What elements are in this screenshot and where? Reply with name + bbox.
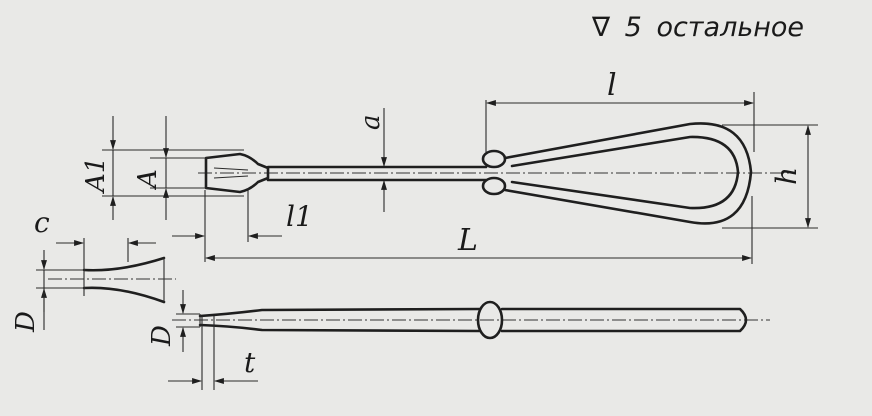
dim-total-length: L <box>205 196 753 264</box>
surface-class: 5 <box>625 12 642 43</box>
knot-upper <box>481 149 507 169</box>
label-head-length: l1 <box>286 200 313 233</box>
dim-loop-height: h <box>722 124 818 229</box>
knot-lower <box>481 176 507 196</box>
dim-head-length: l1 <box>172 188 313 262</box>
label-loop-length: l <box>607 68 617 103</box>
side-knot <box>476 300 504 340</box>
label-side-diameter: D <box>147 325 177 347</box>
svg-text:∇ 5 остальное: ∇ 5 остальное <box>591 12 804 43</box>
side-wire-body <box>198 307 482 333</box>
flattened-head <box>204 152 270 194</box>
label-side-thickness: t <box>244 346 256 379</box>
surface-finish-note: ∇ 5 остальное <box>591 12 804 43</box>
label-flat-width: D <box>11 311 41 333</box>
head-inner-edge <box>213 167 249 179</box>
dim-wire-diameter: a <box>356 108 387 212</box>
surface-symbol: ∇ <box>591 12 611 43</box>
flat-end-detail: c D <box>11 206 176 333</box>
dim-loop-length: l <box>485 68 755 152</box>
dim-head-heights: A1 A <box>81 116 244 220</box>
top-view <box>198 122 790 225</box>
flat-end-outline <box>82 256 166 304</box>
label-head-inner-height: A <box>133 169 163 190</box>
label-total-length: L <box>457 223 478 258</box>
label-loop-height: h <box>770 167 803 185</box>
surface-text: остальное <box>656 12 804 43</box>
label-head-outer-height: A1 <box>81 157 111 194</box>
side-wire-tail <box>500 307 748 333</box>
label-flat-end-offset: c <box>34 206 50 239</box>
label-wire-diameter: a <box>356 114 386 130</box>
loop-inner <box>510 135 740 210</box>
loop-outer <box>503 122 753 225</box>
side-view: D t <box>147 290 770 390</box>
